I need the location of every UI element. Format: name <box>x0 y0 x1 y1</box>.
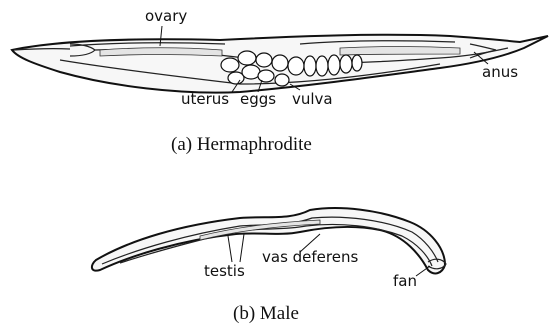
egg <box>272 55 288 71</box>
label-ovary: ovary <box>145 7 187 25</box>
egg <box>256 53 272 67</box>
egg <box>316 56 328 76</box>
label-testis: testis <box>204 262 245 280</box>
egg <box>275 74 289 86</box>
egg <box>221 58 239 72</box>
male-caption: (b) Male <box>233 303 299 324</box>
egg <box>340 55 352 73</box>
egg <box>304 56 316 76</box>
hermaphrodite-figure: ovary uterus eggs vulva anus (a) Hermaph… <box>12 7 548 155</box>
label-eggs: eggs <box>240 90 276 108</box>
egg <box>258 70 274 82</box>
ovary-tube-left <box>100 48 222 56</box>
testis-leader-2 <box>240 234 244 262</box>
label-vas-deferens: vas deferens <box>262 248 358 266</box>
egg <box>238 51 256 65</box>
label-fan: fan <box>393 272 417 290</box>
hermaphrodite-caption: (a) Hermaphrodite <box>171 134 312 155</box>
label-uterus: uterus <box>181 90 229 108</box>
egg <box>242 65 260 79</box>
egg <box>328 55 340 75</box>
egg <box>288 57 304 75</box>
label-vulva: vulva <box>292 90 333 108</box>
egg <box>228 72 244 84</box>
testis-leader-1 <box>228 236 232 262</box>
label-anus: anus <box>482 63 518 81</box>
male-figure: testis vas deferens fan (b) Male <box>92 208 446 324</box>
egg <box>352 55 362 71</box>
ovary-tube-right <box>340 47 460 56</box>
